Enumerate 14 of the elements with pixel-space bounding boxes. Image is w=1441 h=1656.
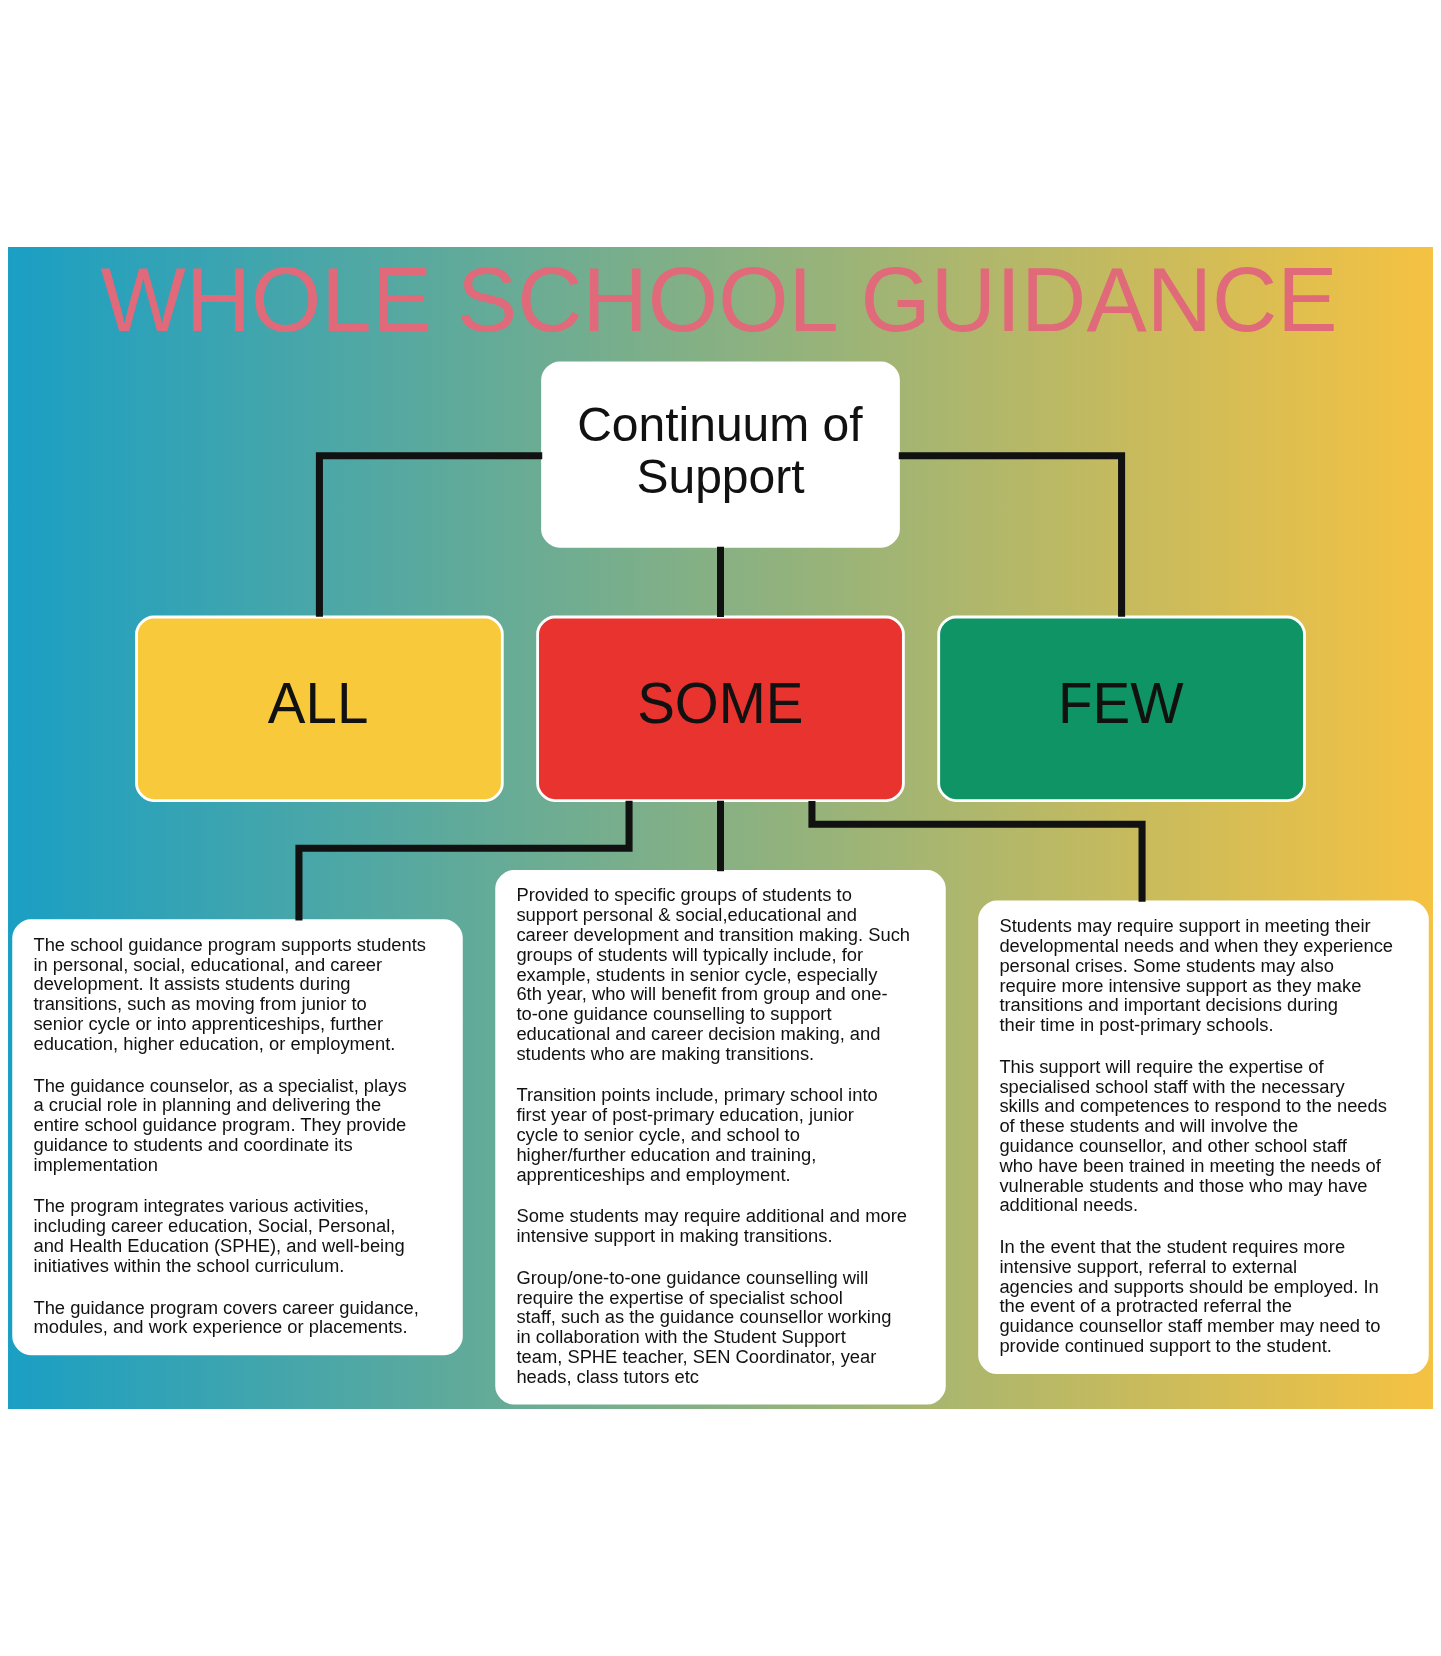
node-box: Provided to specific groups of students to support personal & social,educational and career development and transition making. Such groups of students will typically include, for example, students in senior cycle, especially 6th year, who will benefit from group and one-to-one guidance counselling to support educational and career decision making, and students who are making transitions. Transition points include, primary school into first year of post-primary education, junior cycle to senior cycle, and school to higher/further education and training, apprenticeships and employment. Some students may require additional and more intensive support in making transitions. Group/one-to-one guidance counselling will require the expertise of specialist school staff, such as the guidance counsellor working in collaboration with the Student Support team, SPHE teacher, SEN Coordinator, year heads, class tutors etc [495,869,946,1405]
node-box: FEW [937,615,1306,802]
node-box: Students may require support in meeting their developmental needs and when they experience personal crises. Some students may also require more intensive support as they make transitions and important decisions during their time in post-primary schools. This support will require the expertise of specialised school staff with the necessary skills and competences to respond to the needs of these students and will involve the guidance counsellor, and other school staff who have been trained in meeting the needs of vulnerable students and those who may have additional needs. In the event that the student requires more intensive support, referral to external agencies and supports should be employed. In the event of a protracted referral the guidance counsellor staff member may need to provide continued support to the student. [978,900,1429,1375]
node-box: ALL [135,615,504,802]
node-box: The school guidance program supports students in personal, social, educational, and career development. It assists students during transitions, such as moving from junior to senior cycle or into apprenticeships, further education, higher education, or employment. The guidance counselor, as a specialist, plays a crucial role in planning and delivering the entire school guidance program. They provide guidance to students and coordinate its implementation The program integrates various activities, including career education, Social, Personal, and Health Education (SPHE), and well-being initiatives within the school curriculum. The guidance program covers career guidance, modules, and work experience or placements. [12,919,463,1356]
connector [898,452,1126,617]
connector [716,546,725,617]
node-box: Continuum of Support [541,361,900,548]
node-box: SOME [536,615,905,802]
connector [808,800,1146,902]
connector [716,800,725,872]
diagram-title: WHOLE SCHOOL GUIDANCE [100,248,1338,350]
connector [295,800,633,921]
connector [315,452,543,617]
